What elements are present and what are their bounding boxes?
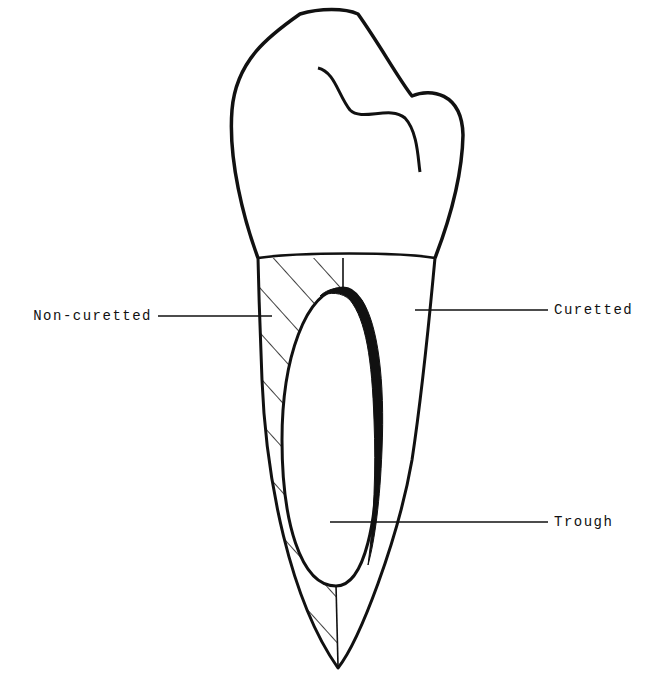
part-label: Trough — [554, 514, 613, 530]
fissure-line — [318, 68, 420, 172]
part-label: Non-curetted — [33, 308, 152, 324]
root-outline — [258, 258, 435, 668]
trough-wall-shading — [320, 288, 383, 565]
part-label: Curetted — [554, 302, 633, 318]
leader-line — [415, 309, 548, 311]
boundary-line — [336, 585, 338, 666]
trough-outline — [282, 288, 378, 586]
crown-outline — [231, 10, 463, 259]
leader-line — [330, 521, 548, 523]
leader-line — [158, 315, 272, 317]
cervical-line — [258, 254, 435, 259]
